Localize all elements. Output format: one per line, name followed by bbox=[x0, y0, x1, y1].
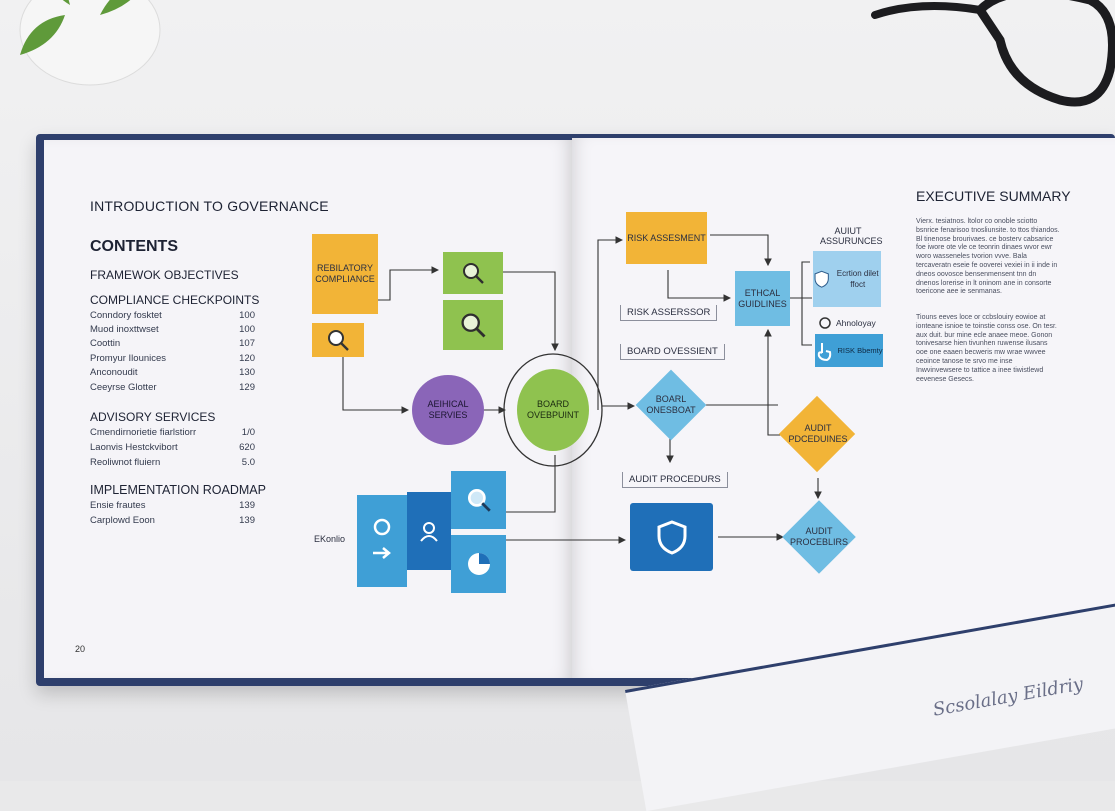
board-oversight-circle: BOARD OVEBPUINT bbox=[517, 369, 589, 451]
audit-blue-label: AUDIT PROCEBLIRS bbox=[789, 526, 849, 547]
search-icon bbox=[451, 471, 506, 529]
roadmap-heading: IMPLEMENTATION ROADMAP bbox=[90, 483, 266, 497]
risk-assessment-box: RISK ASSESMENT bbox=[626, 212, 707, 264]
risk-card: RISK Bbemty bbox=[815, 334, 883, 367]
hand-pointer-icon bbox=[818, 342, 832, 361]
board-diamond-label: BOARL ONESBOAT bbox=[646, 394, 696, 415]
framework-heading: FRAMEWOK OBJECTIVES bbox=[90, 268, 239, 282]
assurance-card-text: Ecrtion dilet ffoct bbox=[836, 269, 879, 289]
left-page-number: 20 bbox=[75, 644, 86, 654]
execute-label: EKonlio bbox=[314, 534, 346, 544]
regulatory-compliance-box: REBILATORY COMPLIANCE bbox=[312, 234, 378, 314]
flow-connectors bbox=[342, 234, 822, 544]
shield-icon bbox=[630, 503, 713, 571]
settings-icon bbox=[357, 495, 407, 587]
search-icon bbox=[312, 323, 364, 357]
user-badge-icon bbox=[407, 492, 451, 570]
search-icon bbox=[443, 300, 503, 350]
ahnology-item: Ahnoloyay bbox=[818, 314, 888, 332]
executive-summary-title: EXECUTIVE SUMMARY bbox=[916, 188, 1071, 204]
intro-heading: INTRODUCTION TO GOVERNANCE bbox=[90, 198, 329, 214]
plant-icon bbox=[19, 0, 161, 86]
summary-paragraph: Tiouns eeves loce or ccbslouiry eowioe a… bbox=[916, 314, 1057, 383]
risk-assessor-tag: RISK ASSERSSOR bbox=[620, 305, 718, 321]
settings-icon bbox=[819, 317, 831, 329]
pie-chart-icon bbox=[451, 535, 506, 593]
risk-card-text: RISK Bbemty bbox=[837, 346, 883, 355]
shield-icon bbox=[814, 270, 829, 288]
advisory-heading: ADVISORY SERVICES bbox=[90, 410, 216, 424]
assurance-card: Ecrtion dilet ffoct bbox=[813, 251, 881, 307]
search-icon bbox=[443, 252, 503, 294]
audit-procedures-tag: AUDIT PROCEDURS bbox=[622, 472, 728, 488]
notebook-script: Scsolalay Eildriy bbox=[931, 673, 1085, 721]
summary-paragraph: Vierx. tesiatnos. ltolor co onoble sciot… bbox=[916, 218, 1060, 296]
audit-orange-label: AUDIT PDCEDUINES bbox=[788, 423, 848, 444]
board-oversight-tag: BOARD OVESSIENT bbox=[620, 344, 725, 360]
ethical-services-circle: AEIHICAL SERVIES bbox=[412, 375, 484, 445]
compliance-heading: COMPLIANCE CHECKPOINTS bbox=[90, 293, 260, 307]
ethical-guidelines-box: ETHCAL GUIDLINES bbox=[735, 271, 790, 326]
glasses-icon bbox=[871, 0, 1115, 107]
ahnology-label: Ahnoloyay bbox=[836, 317, 876, 328]
contents-title: CONTENTS bbox=[90, 238, 178, 255]
audit-assurances-label: AUIUT ASSURUNCES bbox=[820, 226, 883, 246]
